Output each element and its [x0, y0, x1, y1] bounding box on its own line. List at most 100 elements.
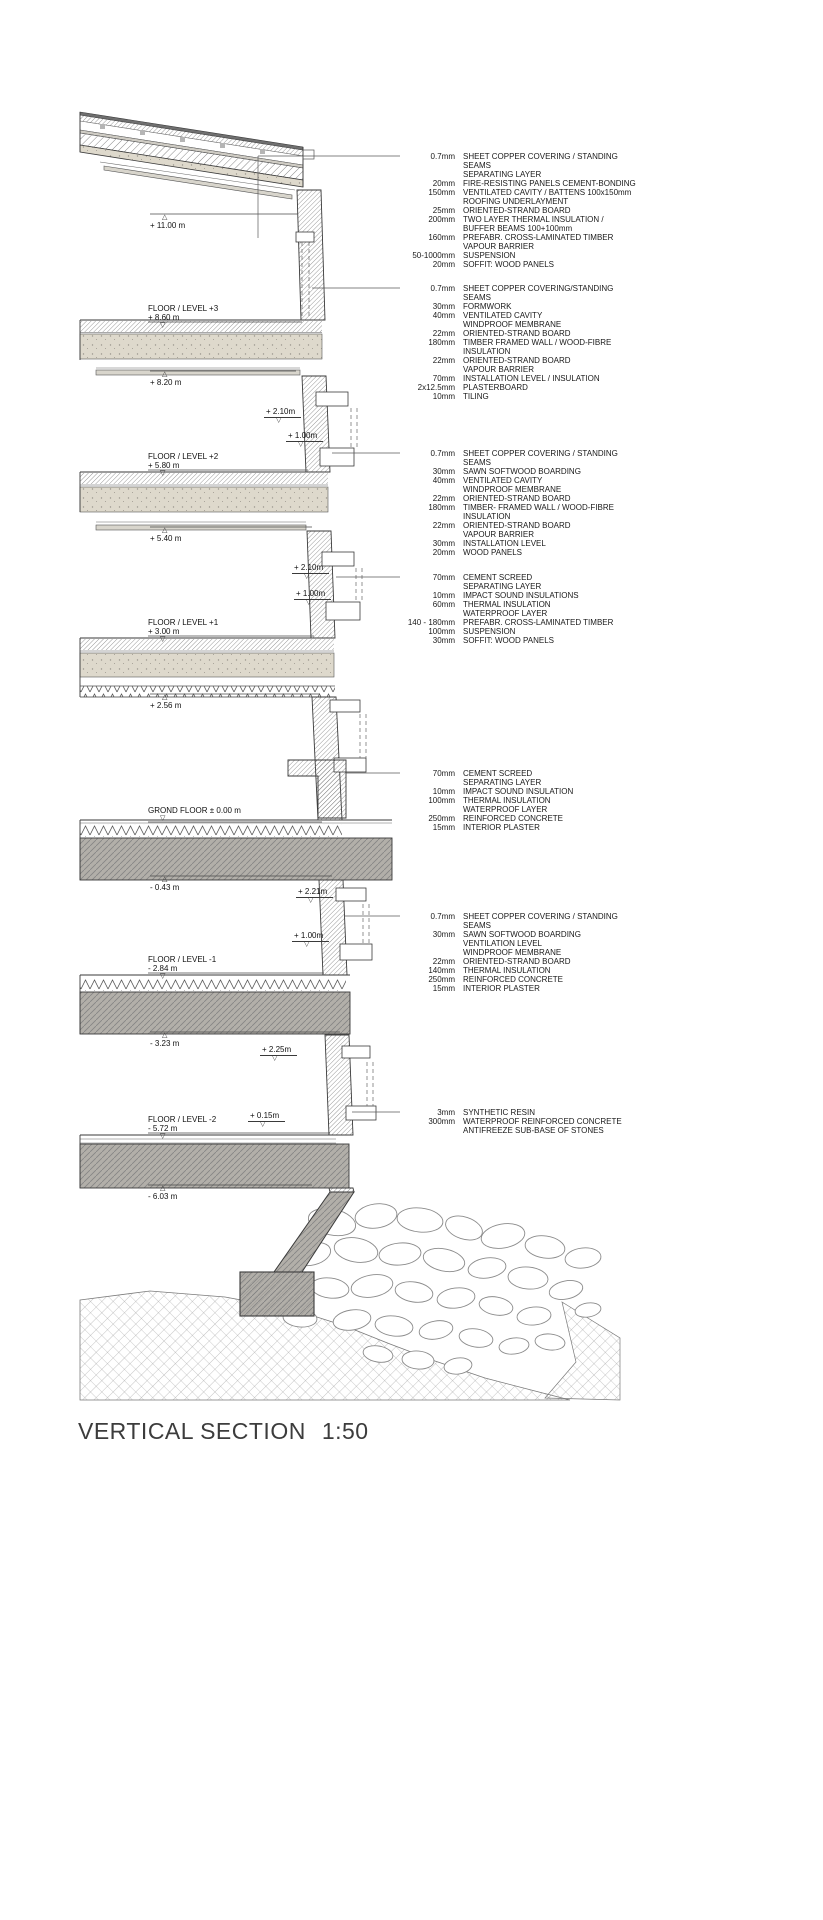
legend-row: WINDPROOF MEMBRANE	[405, 320, 637, 329]
level-triangle-icon: △	[160, 1185, 166, 1192]
legend-thickness: 40mm	[432, 476, 455, 485]
legend-thickness: 0.7mm	[430, 152, 455, 161]
legend-row: 15mm INTERIOR PLASTER	[405, 823, 637, 832]
legend-thickness: 60mm	[432, 600, 455, 609]
legend-thickness: 30mm	[432, 636, 455, 645]
datum-lines	[148, 213, 340, 1186]
legend-row: SEPARATING LAYER	[405, 582, 637, 591]
legend-row: WINDPROOF MEMBRANE	[405, 485, 637, 494]
legend-row: ROOFING UNDERLAYMENT	[405, 197, 637, 206]
legend-thickness: 300mm	[428, 1117, 455, 1126]
canopy-detail	[287, 759, 347, 819]
legend-description: VENTILATED CAVITY	[463, 476, 543, 485]
legend-description: WINDPROOF MEMBRANE	[463, 485, 562, 494]
legend-description: WATERPROOF LAYER	[463, 805, 548, 814]
legend-row: SEPARATING LAYER	[405, 170, 637, 179]
slab-ground-floor	[79, 819, 393, 881]
level-marker: △ - 3.23 m	[150, 1032, 180, 1048]
legend-description: VAPOUR BARRIER	[463, 242, 534, 251]
legend-thickness: 2x12.5mm	[417, 383, 455, 392]
legend-thickness: 30mm	[432, 539, 455, 548]
legend-thickness: 200mm	[428, 215, 455, 224]
legend-thickness: 0.7mm	[430, 912, 455, 921]
level-triangle-icon: ▽	[160, 470, 166, 477]
legend-description: FORMWORK	[463, 302, 512, 311]
legend-thickness: 20mm	[432, 548, 455, 557]
level-marker-floor-1: FLOOR / LEVEL +1 + 3.00 m ▽	[148, 618, 219, 643]
legend-description: THERMAL INSULATION	[463, 966, 551, 975]
legend-description: INTERIOR PLASTER	[463, 823, 540, 832]
legend-thickness: 0.7mm	[430, 284, 455, 293]
legend-description: VENTILATED CAVITY / BATTENS 100x150mm	[463, 188, 632, 197]
legend-description: VAPOUR BARRIER	[463, 365, 534, 374]
legend-description: INSTALLATION LEVEL / INSULATION	[463, 374, 600, 383]
legend-description: TIMBER- FRAMED WALL / WOOD-FIBRE INSULAT…	[463, 503, 614, 521]
legend-thickness: 150mm	[428, 188, 455, 197]
legend-description: SEPARATING LAYER	[463, 170, 542, 179]
legend-row: ANTIFREEZE SUB-BASE OF STONES	[405, 1126, 637, 1135]
level-marker: △ - 0.43 m	[150, 876, 180, 892]
legend-thickness: 250mm	[428, 814, 455, 823]
drawing-title: VERTICAL SECTION 1:50	[78, 1418, 369, 1445]
legend-description: TIMBER FRAMED WALL / WOOD-FIBRE INSULATI…	[463, 338, 612, 356]
level-triangle-icon: △	[162, 214, 168, 221]
legend-thickness: 140mm	[428, 966, 455, 975]
legend-thickness: 20mm	[432, 179, 455, 188]
legend-row: 140mm THERMAL INSULATION	[405, 966, 637, 975]
legend-thickness: 180mm	[428, 338, 455, 347]
legend-thickness: 10mm	[432, 591, 455, 600]
legend-thickness: 15mm	[432, 984, 455, 993]
legend-description: ORIENTED-STRAND BOARD	[463, 494, 571, 503]
legend-description: REINFORCED CONCRETE	[463, 975, 564, 984]
legend-row: 300mm WATERPROOF REINFORCED CONCRETE	[405, 1117, 637, 1126]
legend-thickness: 22mm	[432, 521, 455, 530]
level-triangle-icon: △	[162, 876, 168, 883]
level-triangle-icon: ▽	[260, 1121, 266, 1128]
legend-thickness: 0.7mm	[430, 449, 455, 458]
drawing-scale: 1:50	[321, 1418, 369, 1444]
legend-thickness: 22mm	[432, 494, 455, 503]
legend-description: CEMENT SCREED	[463, 769, 533, 778]
level-triangle-icon: ▽	[306, 599, 312, 606]
level-triangle-icon: ▽	[160, 1133, 166, 1140]
legend-thickness: 10mm	[432, 787, 455, 796]
legend-thickness: 140 - 180mm	[407, 618, 455, 627]
legend-row: WINDPROOF MEMBRANE	[405, 948, 637, 957]
level-marker-floor-minus1: FLOOR / LEVEL -1 - 2.84 m ▽	[148, 955, 217, 980]
legend-thickness: 15mm	[432, 823, 455, 832]
legend-description: THERMAL INSULATION	[463, 600, 551, 609]
level-triangle-icon: ▽	[308, 897, 314, 904]
level-marker: △ + 11.00 m	[150, 214, 186, 230]
legend-thickness: 22mm	[432, 329, 455, 338]
level-triangle-icon: ▽	[272, 1055, 278, 1062]
level-triangle-icon: ▽	[160, 815, 166, 822]
legend-row: 60mm THERMAL INSULATION	[405, 600, 637, 609]
legend-row: VAPOUR BARRIER	[405, 242, 637, 251]
legend-description: WATERPROOF LAYER	[463, 609, 548, 618]
legend-description: WINDPROOF MEMBRANE	[463, 320, 562, 329]
drawing-title-label: VERTICAL SECTION	[78, 1418, 306, 1444]
legend-thickness: 70mm	[432, 573, 455, 582]
legend-description: SAWN SOFTWOOD BOARDING	[463, 467, 581, 476]
legend-thickness: 70mm	[432, 374, 455, 383]
legend-description: VAPOUR BARRIER	[463, 530, 534, 539]
legend-description: VENTILATION LEVEL	[463, 939, 542, 948]
slab-level-2	[79, 471, 329, 531]
dimension-marker: + 2.25m ▽	[260, 1045, 298, 1062]
legend-description: WINDPROOF MEMBRANE	[463, 948, 562, 957]
legend-description: REINFORCED CONCRETE	[463, 814, 564, 823]
legend-description: WATERPROOF REINFORCED CONCRETE	[463, 1117, 622, 1126]
